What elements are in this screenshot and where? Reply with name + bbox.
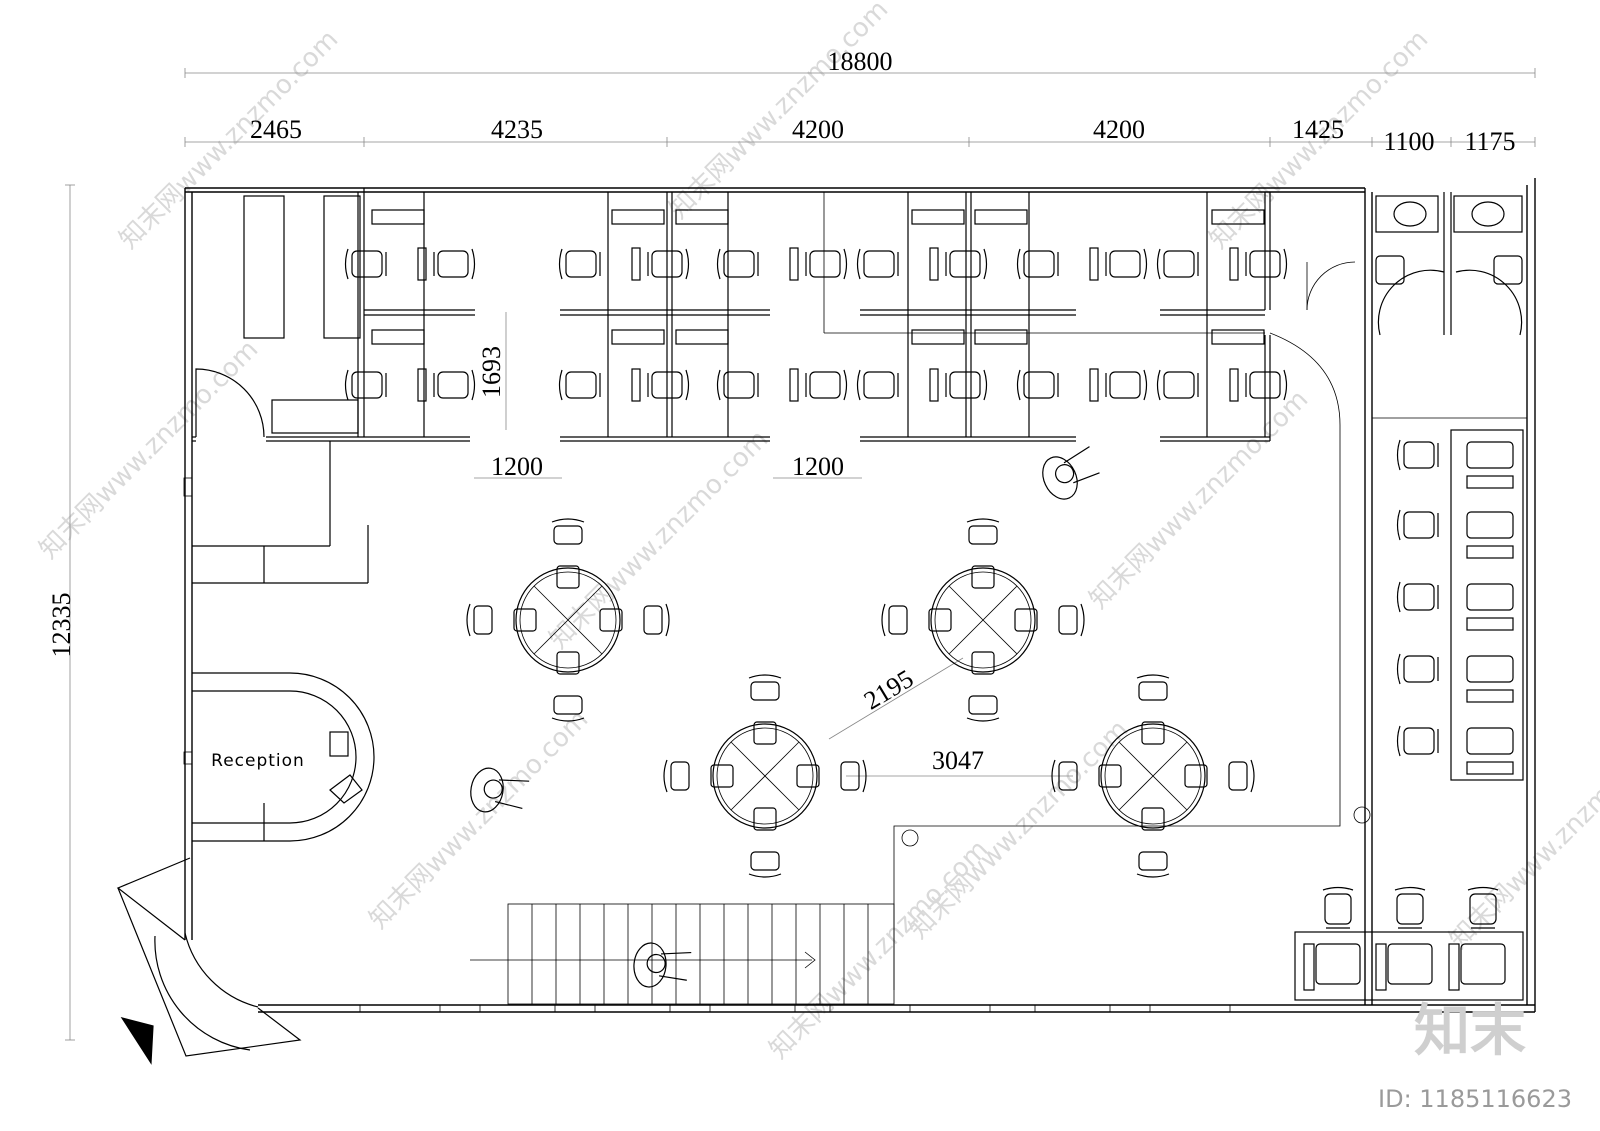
workstation — [856, 329, 988, 402]
staircase — [470, 903, 895, 1005]
dim-segment-4: 4200 — [1093, 115, 1145, 144]
round-table — [1051, 674, 1255, 878]
right-desks — [1396, 429, 1524, 781]
dim-aisle-right: 1200 — [792, 452, 844, 481]
dim-segment-5: 1425 — [1292, 115, 1344, 144]
exterior-walls — [184, 178, 1536, 1013]
restrooms — [1375, 192, 1523, 336]
workstation — [974, 329, 1148, 402]
person-icon — [633, 942, 692, 988]
dim-total-width: 18800 — [828, 47, 893, 76]
bottom-desks — [1294, 886, 1524, 1001]
workstation — [856, 209, 988, 281]
person-icon — [470, 767, 530, 813]
watermark-text: 知末网www.znzmo.com — [114, 24, 345, 255]
desk-seat — [1396, 581, 1514, 631]
dim-segment-7: 1175 — [1464, 127, 1515, 156]
sink-icon — [1493, 255, 1523, 285]
workstation — [558, 209, 690, 281]
watermark-text: 知末网www.znzmo.com — [764, 834, 995, 1065]
workstation-partitions — [364, 192, 1271, 442]
circulation-path — [823, 192, 1371, 990]
workstation — [344, 209, 476, 281]
reception-label: Reception — [211, 751, 305, 771]
toilet-icon — [1393, 201, 1427, 227]
workstation — [558, 329, 690, 402]
watermark-text: 知末网www.znzmo.com — [1084, 384, 1315, 615]
workstation — [675, 209, 848, 281]
workstation — [675, 329, 848, 402]
dim-segment-6: 1100 — [1383, 127, 1434, 156]
dim-total-height: 12335 — [47, 593, 76, 658]
round-tables — [466, 518, 1255, 878]
window-marks — [183, 477, 1231, 1012]
watermark-id: ID: 1185116623 — [1378, 1085, 1572, 1113]
reception-desk — [192, 672, 375, 842]
person-icon — [1042, 446, 1100, 500]
dim-segment-1: 2465 — [250, 115, 302, 144]
dim-table-diagonal: 2195 — [859, 664, 919, 716]
dim-cubicle-depth: 1693 — [477, 346, 506, 398]
watermark-text: 知末网www.znzmo.com — [664, 0, 895, 225]
toilet-icon — [1471, 201, 1505, 227]
round-table — [663, 674, 867, 878]
people-figures — [470, 446, 1100, 988]
dimension-lines — [65, 68, 1536, 1041]
workstation — [974, 209, 1148, 281]
round-table — [466, 518, 670, 722]
desk-seat — [1396, 509, 1514, 559]
round-table — [881, 518, 1085, 722]
watermark-text: 知末网www.znzmo.com — [1444, 724, 1600, 955]
desk-seat — [1448, 886, 1506, 991]
desk-seat — [1375, 886, 1433, 991]
sink-icon — [1375, 255, 1405, 285]
workstation — [344, 329, 476, 402]
workstation — [1156, 209, 1288, 281]
desk-seat — [1396, 439, 1514, 489]
dim-table-spacing: 3047 — [932, 746, 984, 775]
watermark-text: 知末网www.znzmo.com — [364, 704, 595, 935]
entrance — [116, 857, 302, 1065]
workstations — [344, 209, 1288, 402]
desk-seat — [1396, 653, 1514, 703]
workstation — [1156, 329, 1288, 402]
dim-segment-2: 4235 — [491, 115, 543, 144]
dim-aisle-left: 1200 — [491, 452, 543, 481]
desk-seat — [1396, 725, 1514, 775]
storage-room — [192, 188, 470, 584]
watermark-text: 知末网www.znzmo.com — [34, 334, 265, 565]
watermark-text: 知末网www.znzmo.com — [544, 424, 775, 655]
desk-seat — [1303, 886, 1361, 991]
watermark-logo: 知末 — [1414, 999, 1526, 1064]
dim-segment-3: 4200 — [792, 115, 844, 144]
